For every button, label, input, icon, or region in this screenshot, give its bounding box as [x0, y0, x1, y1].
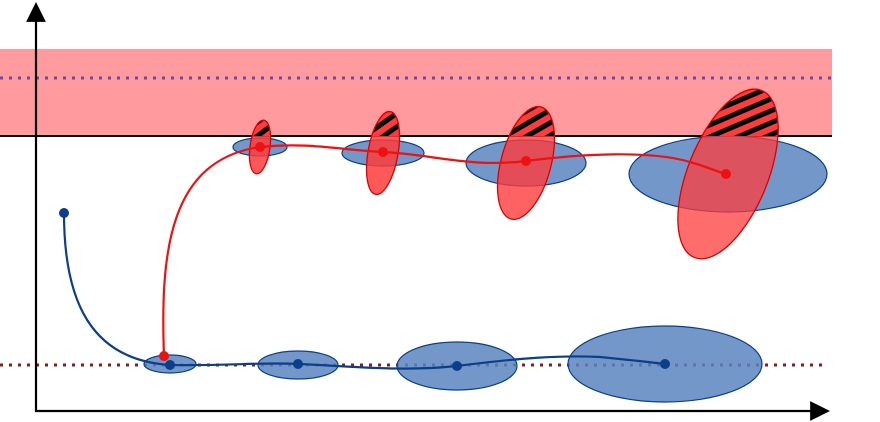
- red-point: [378, 147, 388, 157]
- hatched-region: [365, 110, 401, 136]
- blue-start-point: [59, 208, 69, 218]
- blue-trajectory: [62, 212, 666, 370]
- blue-point: [165, 360, 175, 370]
- hatched-region: [248, 119, 272, 136]
- blue-point: [660, 359, 670, 369]
- danger-band: [0, 49, 832, 136]
- blue-points: [59, 208, 670, 371]
- hatched-region: [677, 88, 779, 136]
- red-point: [521, 156, 531, 166]
- red-start-point: [159, 351, 169, 361]
- red-point: [255, 142, 265, 152]
- blue-point: [293, 359, 303, 369]
- red-points: [159, 142, 731, 361]
- hatched-region: [496, 105, 556, 136]
- blue-point: [452, 361, 462, 371]
- red-trajectory: [162, 144, 727, 357]
- hatched-violation-regions: [248, 88, 779, 136]
- red-point: [721, 169, 731, 179]
